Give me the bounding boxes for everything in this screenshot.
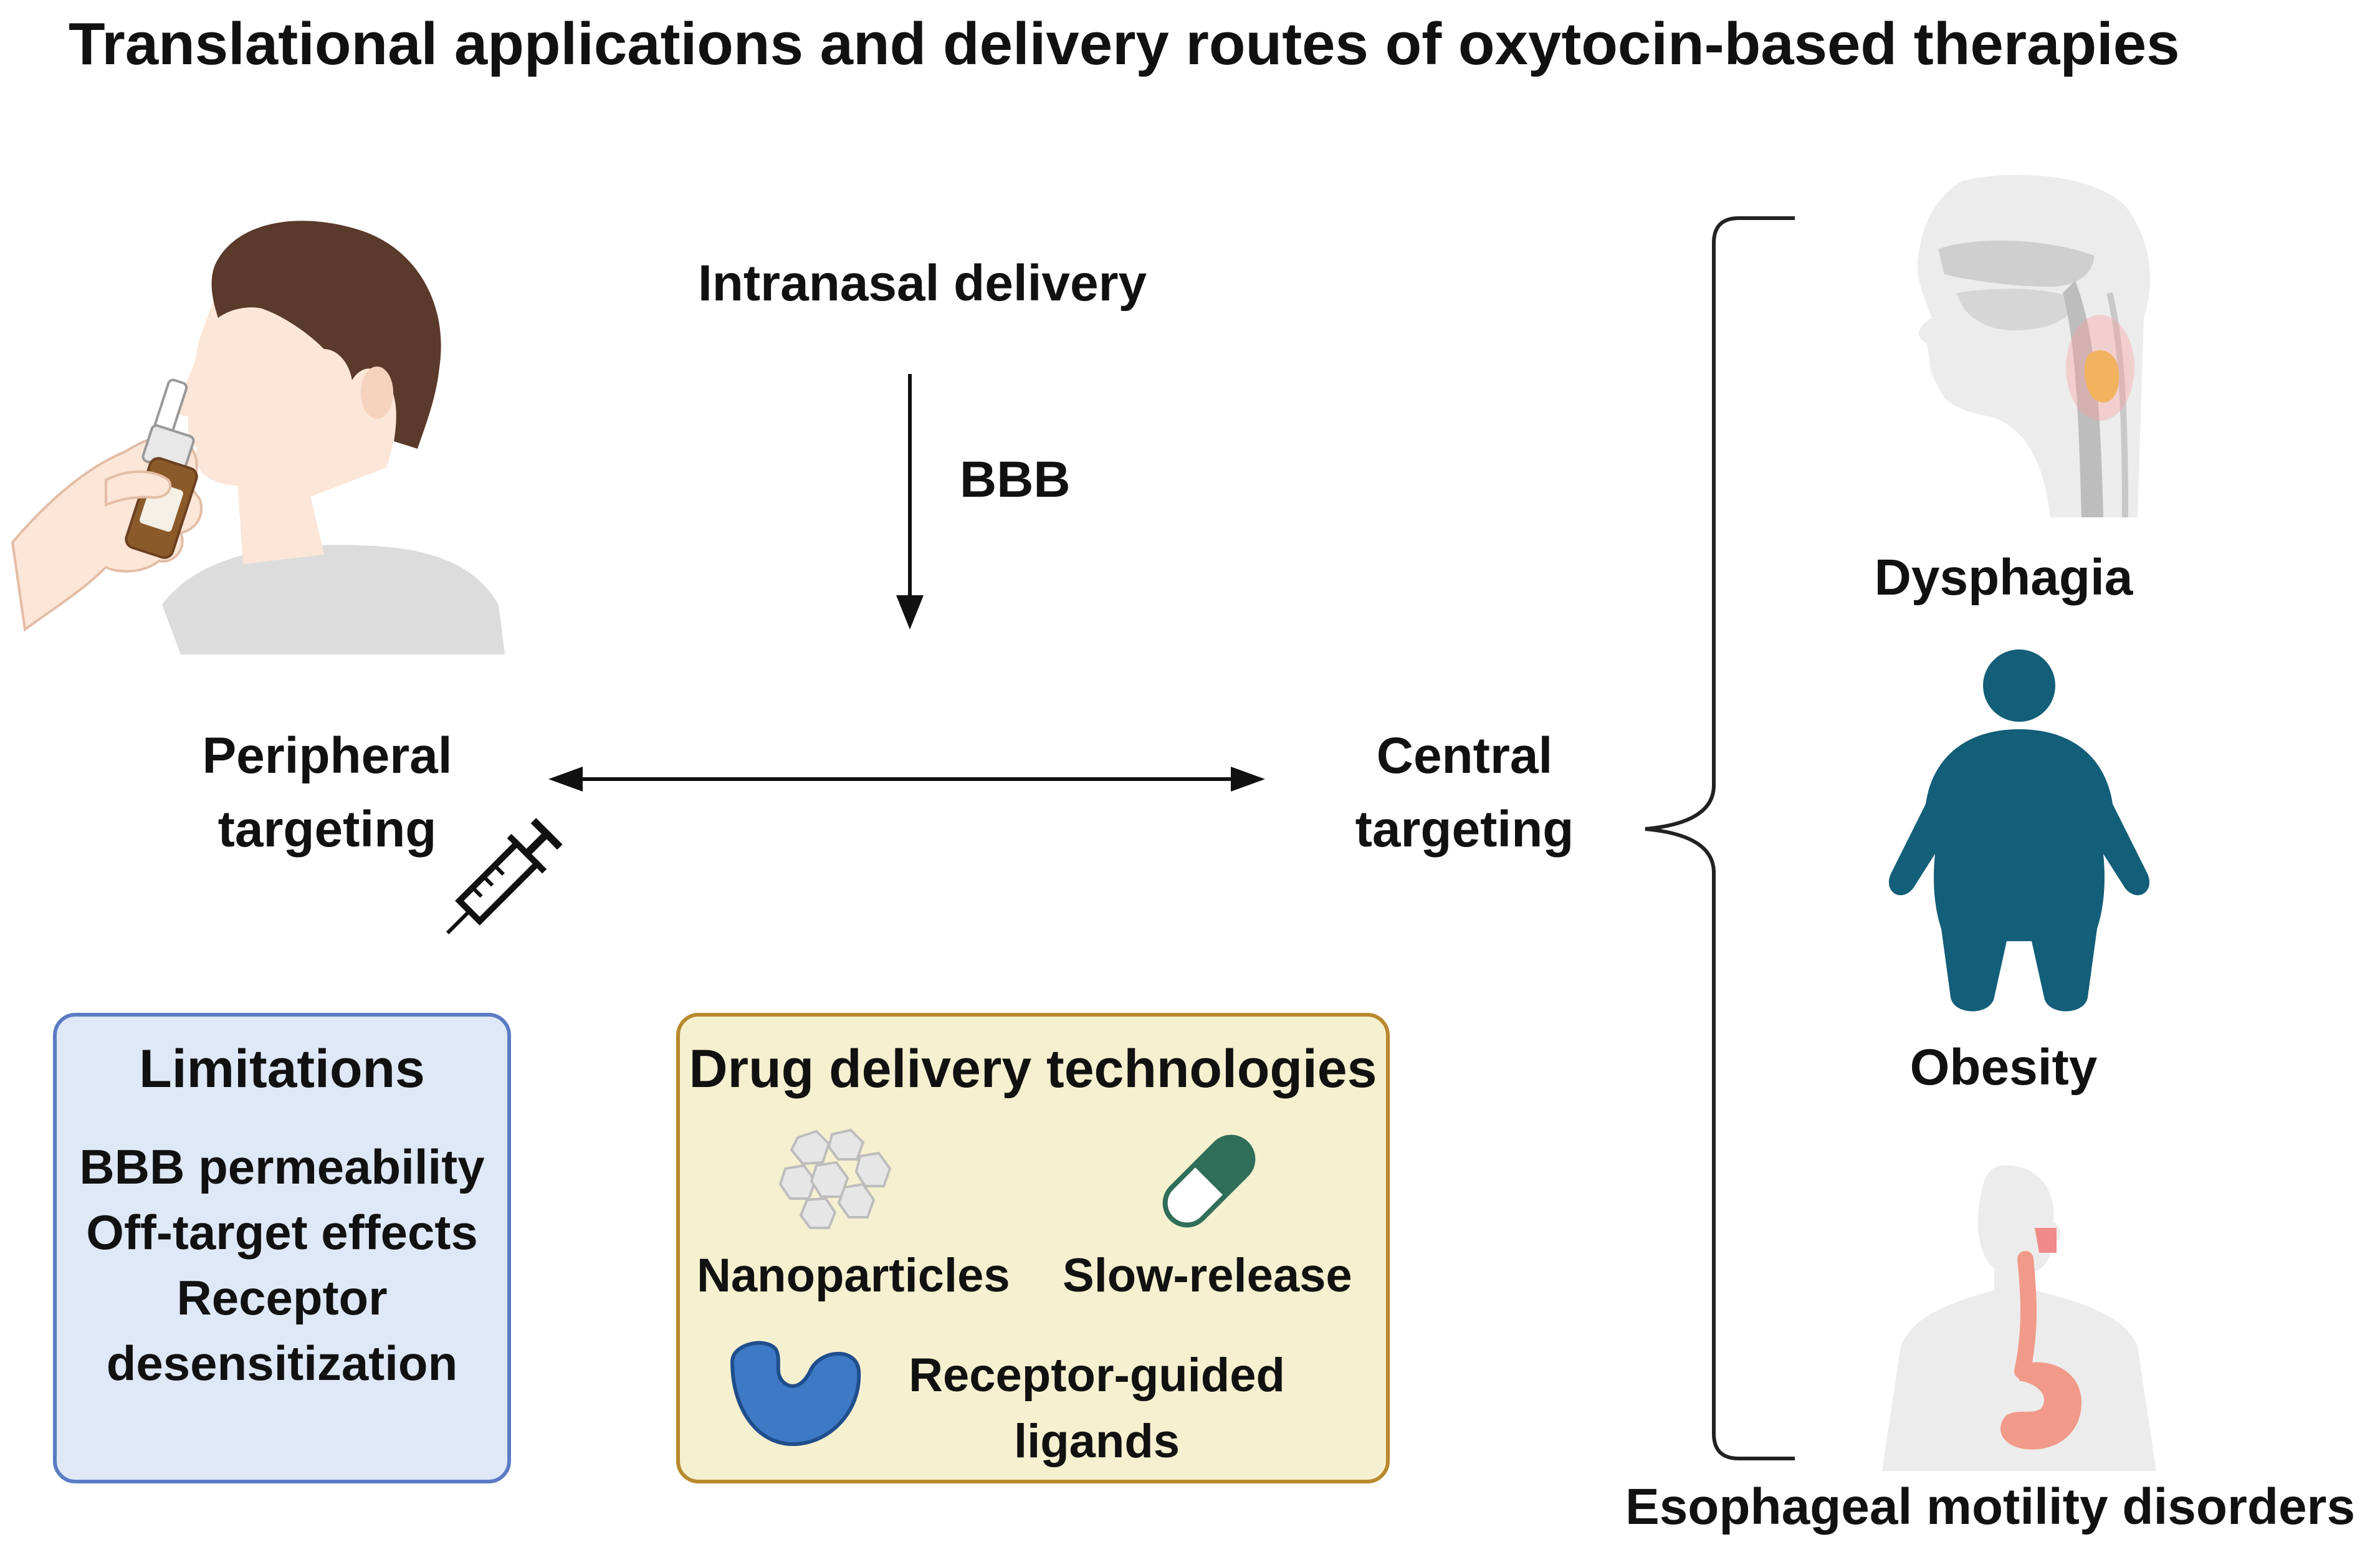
limitations-box <box>53 1013 511 1483</box>
obesity-figure-icon <box>1888 649 2150 1012</box>
curly-brace <box>1645 216 1795 1460</box>
peripheral-line-1: Peripheral <box>202 727 452 784</box>
receptor-guided-ligands-label: Receptor-guided ligands <box>885 1349 1309 1467</box>
central-targeting-label: Central targeting <box>1315 727 1614 858</box>
double-arrow <box>548 767 1265 792</box>
nanoparticles-label: Nanoparticles <box>697 1249 1010 1302</box>
limitation-receptor: Receptor <box>176 1270 388 1325</box>
limitations-title: Limitations <box>139 1039 425 1099</box>
syringe-icon <box>446 818 563 935</box>
receptor-icon <box>730 1341 861 1447</box>
intranasal-delivery-label: Intranasal delivery <box>698 255 1147 312</box>
central-line-2: targeting <box>1355 801 1574 858</box>
bbb-label: BBB <box>960 451 1071 508</box>
condition-dysphagia: Dysphagia <box>1874 549 2133 606</box>
down-arrow <box>896 374 924 630</box>
receptor-guided-line-1: Receptor-guided <box>909 1349 1285 1402</box>
limitation-off-target: Off-target effects <box>86 1205 478 1260</box>
person-nasal-spray-icon <box>11 221 505 654</box>
head-throat-anatomy-icon <box>1917 175 2150 518</box>
capsule-icon <box>1162 1134 1256 1228</box>
esophagus-anatomy-icon <box>1882 1165 2156 1471</box>
central-line-1: Central <box>1376 727 1553 784</box>
peripheral-line-2: targeting <box>217 801 437 858</box>
limitation-desensitization: desensitization <box>106 1336 458 1391</box>
limitation-bbb-permeability: BBB permeability <box>79 1139 485 1194</box>
drug-delivery-title: Drug delivery technologies <box>689 1039 1377 1099</box>
peripheral-targeting-label: Peripheral targeting <box>174 727 480 858</box>
diagram-title: Translational applications and delivery … <box>69 11 2180 77</box>
nanoparticle-cluster-icon <box>778 1128 892 1229</box>
condition-obesity: Obesity <box>1909 1039 2098 1096</box>
condition-esophageal-motility: Esophageal motility disorders <box>1625 1478 2356 1535</box>
slow-release-label: Slow-release <box>1063 1249 1352 1302</box>
receptor-guided-line-2: ligands <box>1013 1414 1180 1468</box>
